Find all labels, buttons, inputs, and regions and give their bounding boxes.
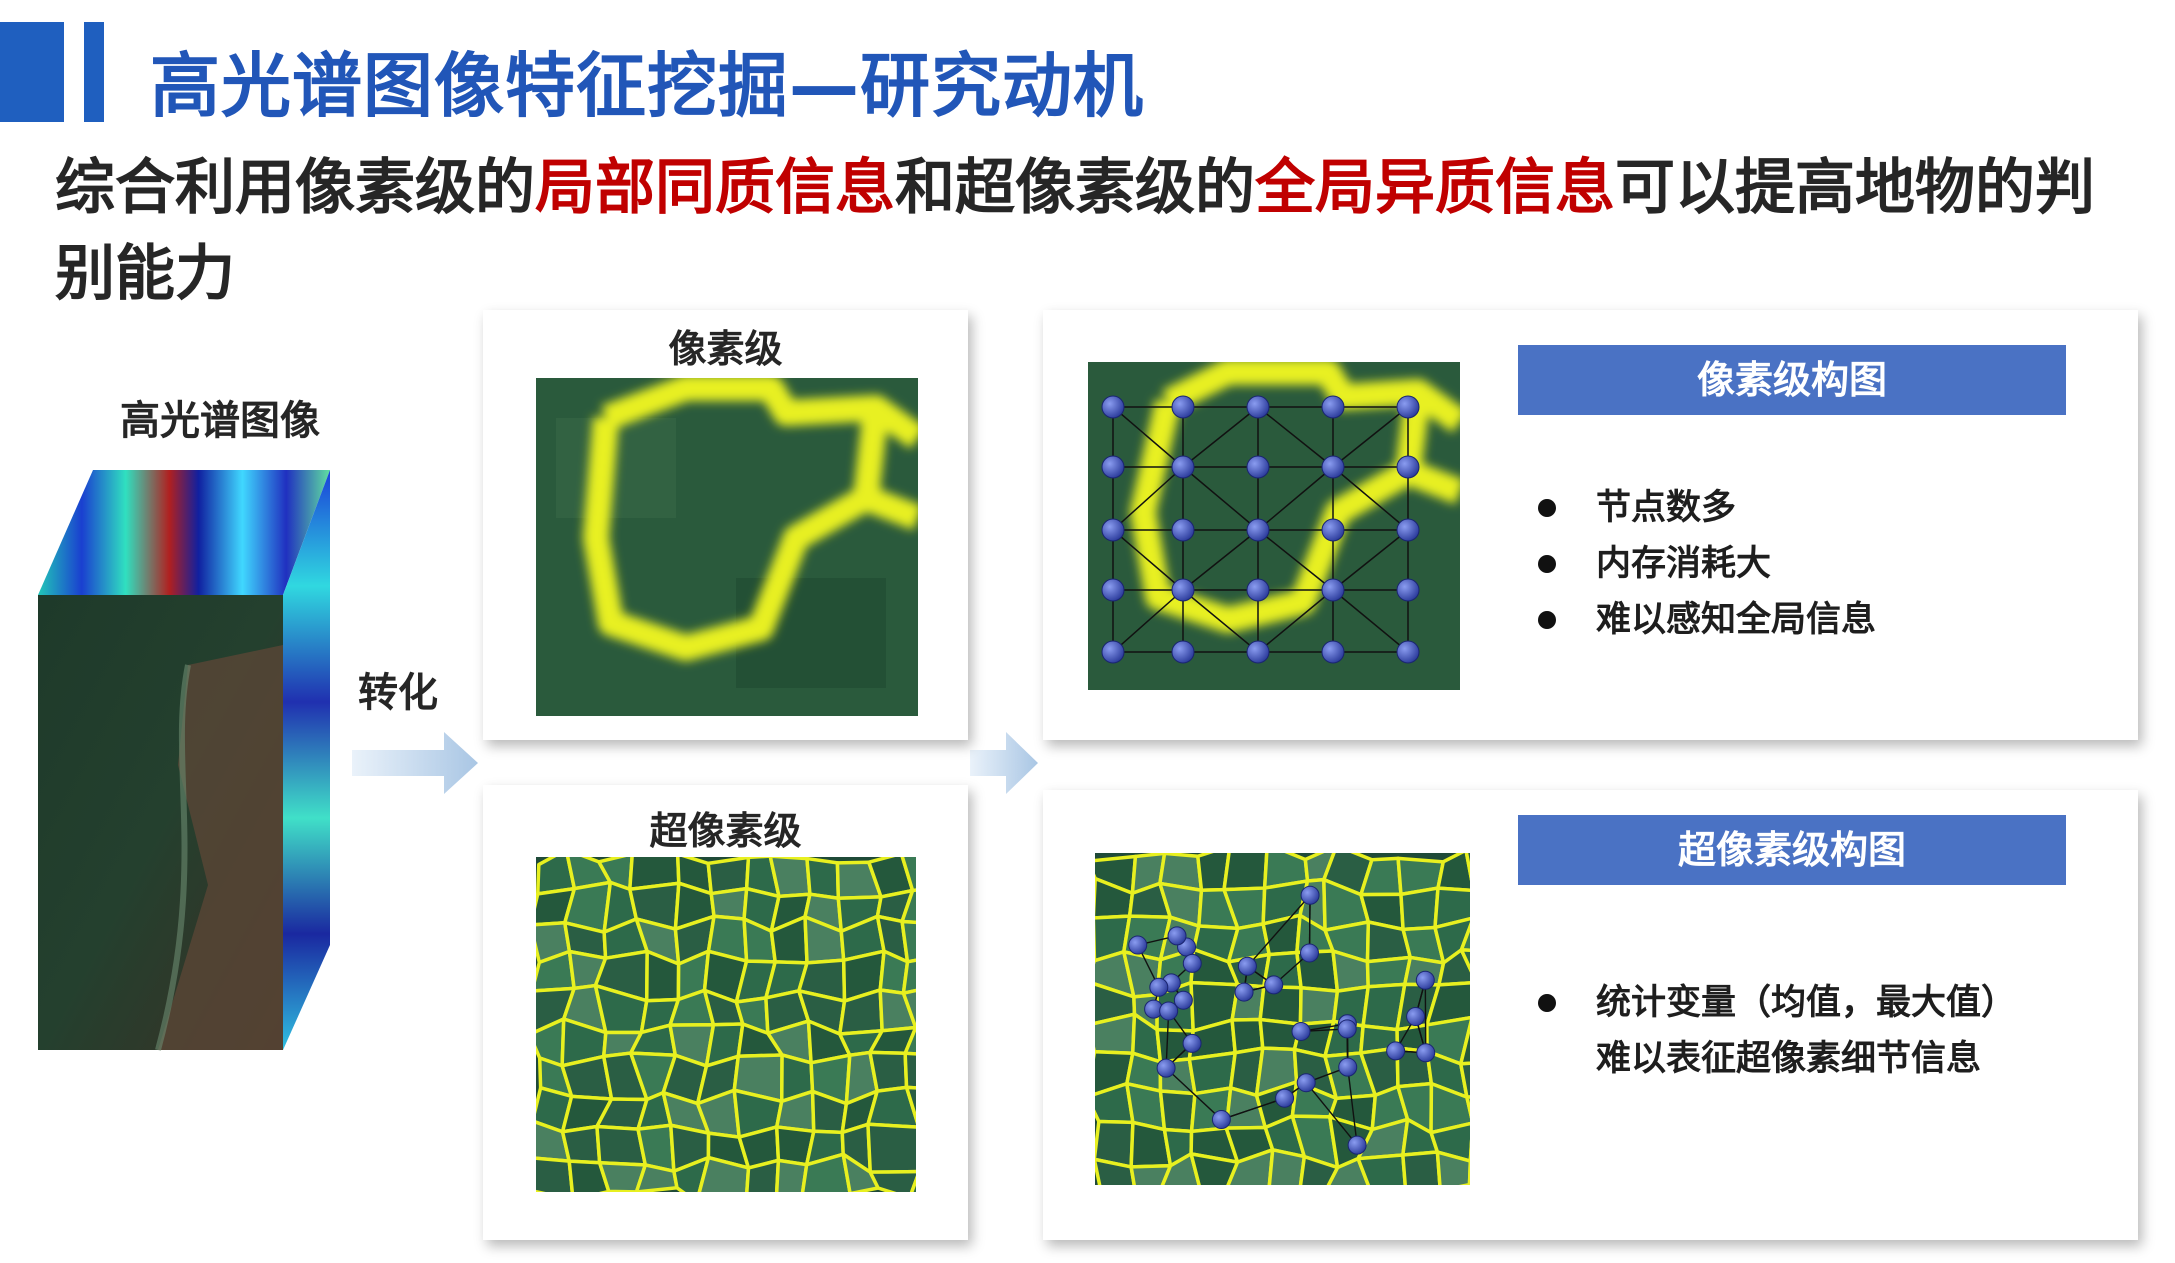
graph-node: [1171, 578, 1195, 602]
graph-node: [1415, 970, 1435, 990]
graph-node: [1416, 1043, 1436, 1063]
graph-node: [1101, 518, 1125, 542]
arrow-right-icon: [352, 732, 478, 794]
graph-node: [1337, 1019, 1357, 1039]
graph-node: [1321, 578, 1345, 602]
subtitle-highlight-local: 局部同质信息: [535, 153, 895, 223]
pixel-graph-image: [1088, 362, 1460, 690]
graph-node: [1321, 455, 1345, 479]
graph-node: [1128, 935, 1148, 955]
graph-node: [1246, 640, 1270, 664]
superpixel-level-label: 超像素级: [649, 809, 802, 853]
graph-node: [1211, 1110, 1231, 1130]
title-accent-bar-large: [0, 22, 64, 122]
graph-node: [1101, 455, 1125, 479]
graph-node: [1182, 1033, 1202, 1053]
superpixel-graph-bullets: 统计变量（均值，最大值） 难以表征超像素细节信息: [1538, 975, 2016, 1087]
pixel-level-panel: 像素级: [483, 310, 968, 740]
graph-node: [1171, 518, 1195, 542]
bullet-item: 内存消耗大: [1538, 536, 1876, 592]
graph-node: [1264, 975, 1284, 995]
graph-node: [1300, 885, 1320, 905]
pixel-graph-title: 像素级构图: [1518, 345, 2066, 415]
subtitle-part3: 可以提高地物的判别能力: [55, 153, 2095, 309]
graph-node: [1171, 640, 1195, 664]
graph-node: [1173, 990, 1193, 1010]
graph-node: [1246, 518, 1270, 542]
cube-label: 高光谱图像: [120, 398, 320, 444]
superpixel-graph-title: 超像素级构图: [1518, 815, 2066, 885]
subtitle: 综合利用像素级的局部同质信息和超像素级的全局异质信息可以提高地物的判别能力: [55, 145, 2115, 317]
graph-node: [1171, 395, 1195, 419]
graph-node: [1246, 455, 1270, 479]
graph-node: [1246, 578, 1270, 602]
graph-node: [1101, 395, 1125, 419]
graph-node: [1101, 578, 1125, 602]
superpixel-graph-panel: 超像素级构图 统计变量（均值，最大值） 难以表征超像素细节信息: [1043, 790, 2138, 1240]
graph-node: [1237, 956, 1257, 976]
graph-node: [1159, 1001, 1179, 1021]
graph-node: [1347, 1135, 1367, 1155]
hyperspectral-cube-image: [38, 470, 330, 1051]
pixel-level-label: 像素级: [668, 327, 783, 371]
graph-node: [1101, 640, 1125, 664]
pixel-graph-panel: 像素级构图 节点数多 内存消耗大 难以感知全局信息: [1043, 310, 2138, 740]
graph-node: [1291, 1021, 1311, 1041]
graph-node: [1156, 1058, 1176, 1078]
graph-node: [1296, 1073, 1316, 1093]
graph-node: [1321, 395, 1345, 419]
graph-node: [1171, 455, 1195, 479]
graph-node: [1338, 1057, 1358, 1077]
graph-node: [1396, 455, 1420, 479]
graph-node: [1246, 395, 1270, 419]
bullet-item: 统计变量（均值，最大值）: [1538, 975, 2016, 1031]
superpixel-level-panel: 超像素级: [483, 785, 968, 1240]
graph-node: [1406, 1007, 1426, 1027]
graph-node: [1396, 578, 1420, 602]
graph-node: [1386, 1041, 1406, 1061]
graph-node: [1396, 640, 1420, 664]
graph-node: [1182, 953, 1202, 973]
page-title: 高光谱图像特征挖掘—研究动机: [150, 45, 1144, 127]
graph-node: [1234, 982, 1254, 1002]
graph-node: [1167, 926, 1187, 946]
arrow-right-icon: [970, 732, 1038, 794]
bullet-continuation: 难以表征超像素细节信息: [1596, 1039, 1982, 1079]
superpixel-level-image: [536, 857, 916, 1192]
graph-node: [1275, 1088, 1295, 1108]
graph-node: [1321, 640, 1345, 664]
graph-node: [1321, 518, 1345, 542]
graph-node: [1299, 943, 1319, 963]
bullet-item: 难以感知全局信息: [1538, 592, 1876, 648]
graph-node: [1149, 977, 1169, 997]
subtitle-highlight-global: 全局异质信息: [1255, 153, 1615, 223]
graph-node: [1396, 395, 1420, 419]
subtitle-part1: 综合利用像素级的: [55, 153, 535, 223]
title-accent-bar-small: [84, 22, 104, 122]
pixel-graph-bullets: 节点数多 内存消耗大 难以感知全局信息: [1538, 480, 1876, 648]
superpixel-graph-image: [1095, 853, 1470, 1185]
bullet-item: 节点数多: [1538, 480, 1876, 536]
graph-node: [1396, 518, 1420, 542]
convert-label: 转化: [358, 670, 438, 716]
pixel-level-image: [536, 378, 918, 716]
subtitle-part2: 和超像素级的: [895, 153, 1255, 223]
